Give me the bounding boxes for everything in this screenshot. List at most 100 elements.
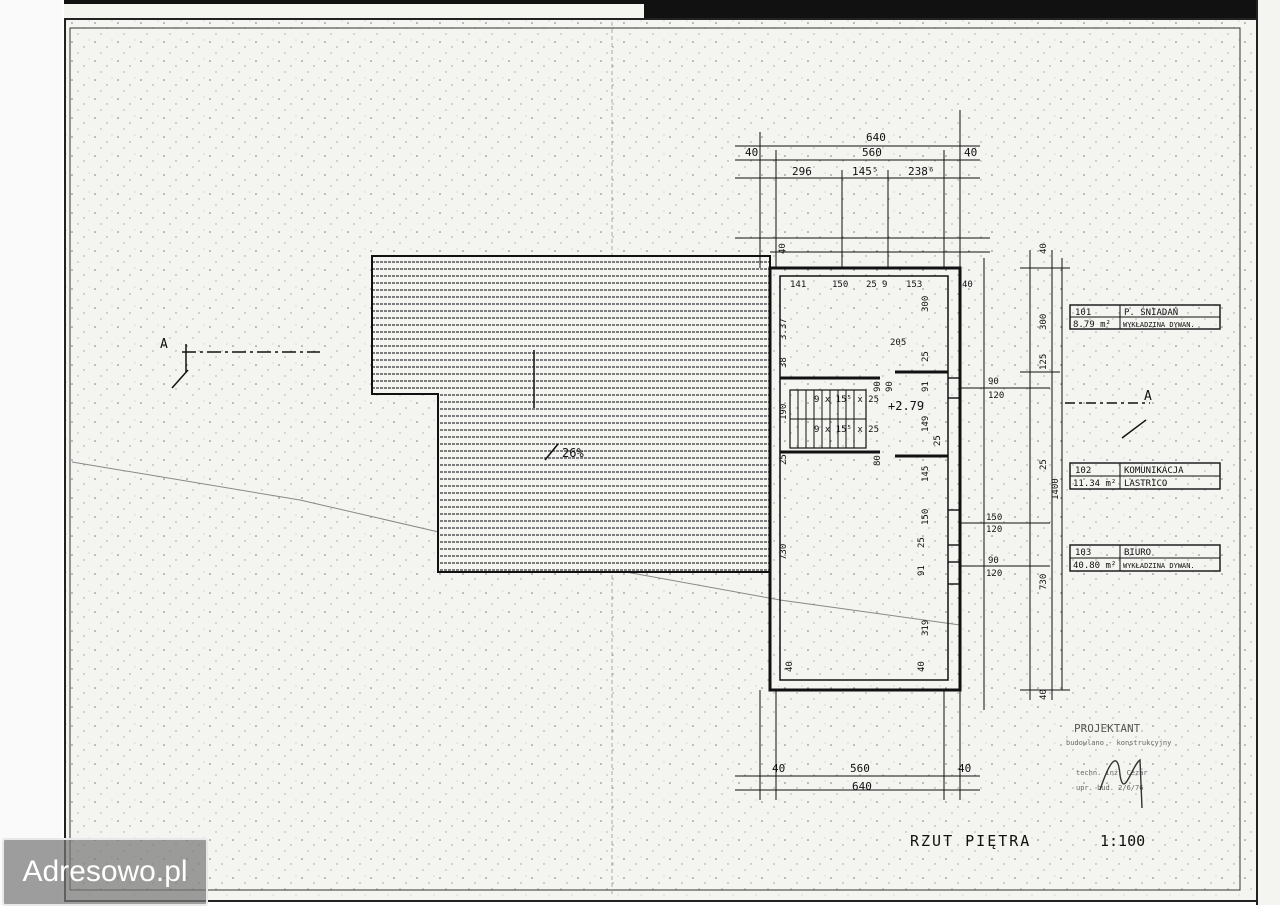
dim-inner-319: 319 — [921, 620, 931, 636]
right-dimension-lines — [983, 250, 1070, 710]
room-103-area: 40.80 m² — [1073, 561, 1116, 571]
dim-left-25: 25 — [779, 454, 789, 465]
dim-bottom-560: 560 — [850, 762, 870, 775]
dim-bottom-640: 640 — [852, 780, 872, 793]
dim-bottom-40r: 40 — [958, 762, 971, 775]
designer-stamp: PROJEKTANT budowlano - konstrukcyjny tec… — [1066, 722, 1171, 809]
building-inner-wall — [779, 275, 949, 681]
room-102-finish: LASTRICO — [1124, 479, 1167, 489]
dim-left-40: 40 — [778, 243, 788, 254]
room-102-number: 102 — [1075, 466, 1091, 476]
dim-right-40b: 40 — [1039, 689, 1049, 700]
roof-hatched-area — [371, 255, 771, 573]
room-102-box: 102 11.34 m² KOMUNIKACJA LASTRICO — [1069, 462, 1221, 490]
dim-inner-40r: 40 — [917, 661, 927, 672]
drawing-title: RZUT PIĘTRA — [910, 832, 1031, 850]
dim-left-190: 190 — [779, 404, 789, 420]
dim-bottom-40l: 40 — [772, 762, 785, 775]
drawing-scale: 1:100 — [1100, 832, 1145, 850]
section-label-right: A — [1144, 389, 1152, 404]
stamp-line3: upr. bud. 2/6/76 — [1076, 784, 1143, 792]
dim-right-25: 25 — [1039, 459, 1049, 470]
stair-b-label: 9 x 15⁵ x 25 — [814, 425, 879, 435]
dim-right-40: 40 — [1039, 243, 1049, 254]
dim-right-730: 730 — [1039, 574, 1049, 590]
scan-right-edge — [1256, 0, 1280, 905]
right-wall-windows — [948, 377, 960, 585]
room-103-name: BIURO — [1124, 548, 1151, 558]
dim-right-125: 125 — [1039, 354, 1049, 370]
dim-win-90a: 90 — [988, 377, 999, 387]
left-margin — [0, 0, 62, 905]
dim-inner-91b: 91 — [917, 565, 927, 576]
room-102-area: 11.34 m² — [1073, 479, 1116, 489]
dim-win-120c: 120 — [986, 569, 1002, 579]
dim-inner-145: 145 — [921, 466, 931, 482]
dim-top-total: 640 — [866, 131, 886, 144]
dim-left-730: 730 — [779, 544, 789, 560]
section-label-left: A — [160, 337, 168, 352]
dim-win-120a: 120 — [988, 391, 1004, 401]
dim-inner-25c: 25 — [917, 537, 927, 548]
dim-row-40r: 40 — [962, 280, 973, 290]
dim-inner-300: 300 — [921, 296, 931, 312]
room-103-number: 103 — [1075, 548, 1091, 558]
watermark-text: Adresowo.pl — [22, 855, 188, 888]
dim-door-90b: 90 — [885, 381, 895, 392]
top-dimension-lines — [735, 110, 990, 268]
dim-win-90: 90 — [988, 556, 999, 566]
stamp-line2: techn. inż. Cezar — [1076, 769, 1148, 777]
dim-left-38: 38 — [779, 357, 789, 368]
dim-row-153: 153 — [906, 280, 922, 290]
dim-top-left: 40 — [745, 146, 758, 159]
signature — [1099, 758, 1143, 809]
dim-inner-40l: 40 — [785, 661, 795, 672]
dim-door-80: 80 — [873, 455, 883, 466]
dim-win-120b: 120 — [986, 525, 1002, 535]
stair-treads — [790, 390, 866, 448]
dim-seg3: 238⁶ — [908, 165, 935, 178]
window-dim-lines — [960, 387, 1050, 567]
dim-left-337: 3.37 — [779, 318, 789, 340]
dim-door-90: 90 — [873, 381, 883, 392]
dim-top-right: 40 — [964, 146, 977, 159]
building-outer-wall — [768, 266, 962, 692]
level-label: +2.79 — [888, 399, 924, 413]
dim-seg2: 145⁵ — [852, 165, 879, 178]
dim-top-inner: 560 — [862, 146, 882, 159]
stair-a-label: 9 x 15⁵ x 25 — [814, 395, 879, 405]
room-103-box: 103 40.80 m² BIURO WYKŁADZINA DYWAN. — [1069, 544, 1221, 572]
room-101-box: 101 8.79 m² P. ŚNIADAŃ WYKŁADZINA DYWAN. — [1069, 304, 1221, 330]
section-marker-right — [1065, 402, 1150, 439]
watermark-badge: Adresowo.pl — [2, 838, 208, 906]
dim-right-1400: 1400 — [1051, 478, 1061, 500]
dim-inner-150: 150 — [921, 509, 931, 525]
dim-row-141: 141 — [790, 280, 806, 290]
stamp-line1: budowlano - konstrukcyjny — [1066, 739, 1171, 747]
room-102-name: KOMUNIKACJA — [1124, 466, 1184, 476]
room-103-finish: WYKŁADZINA DYWAN. — [1123, 562, 1195, 570]
scan-top-edge — [64, 0, 1280, 20]
stamp-title: PROJEKTANT — [1074, 722, 1141, 735]
room-101-finish: WYKŁADZINA DYWAN. — [1123, 321, 1195, 329]
room-101-area: 8.79 m² — [1073, 320, 1111, 330]
inner-frame — [69, 27, 1241, 891]
dim-inner-91: 91 — [921, 381, 931, 392]
roof-slope-label: 26% — [562, 446, 584, 460]
room-101-name: P. ŚNIADAŃ — [1124, 306, 1178, 318]
slope-arrow — [544, 443, 559, 461]
dim-inner-205: 205 — [890, 338, 906, 348]
dim-row-150: 150 — [832, 280, 848, 290]
dim-right-300: 300 — [1039, 314, 1049, 330]
dim-win-150: 150 — [986, 513, 1002, 523]
dim-inner-149: 149 — [921, 416, 931, 432]
dim-inner-25b: 25 — [933, 435, 943, 446]
section-marker-left — [171, 344, 320, 389]
dim-seg1: 296 — [792, 165, 812, 178]
bottom-dimension-lines — [735, 690, 980, 800]
dim-inner-25a: 25 — [921, 351, 931, 362]
dim-row-25: 25 — [866, 280, 877, 290]
room-101-number: 101 — [1075, 308, 1091, 318]
dim-row-9: 9 — [882, 280, 887, 290]
